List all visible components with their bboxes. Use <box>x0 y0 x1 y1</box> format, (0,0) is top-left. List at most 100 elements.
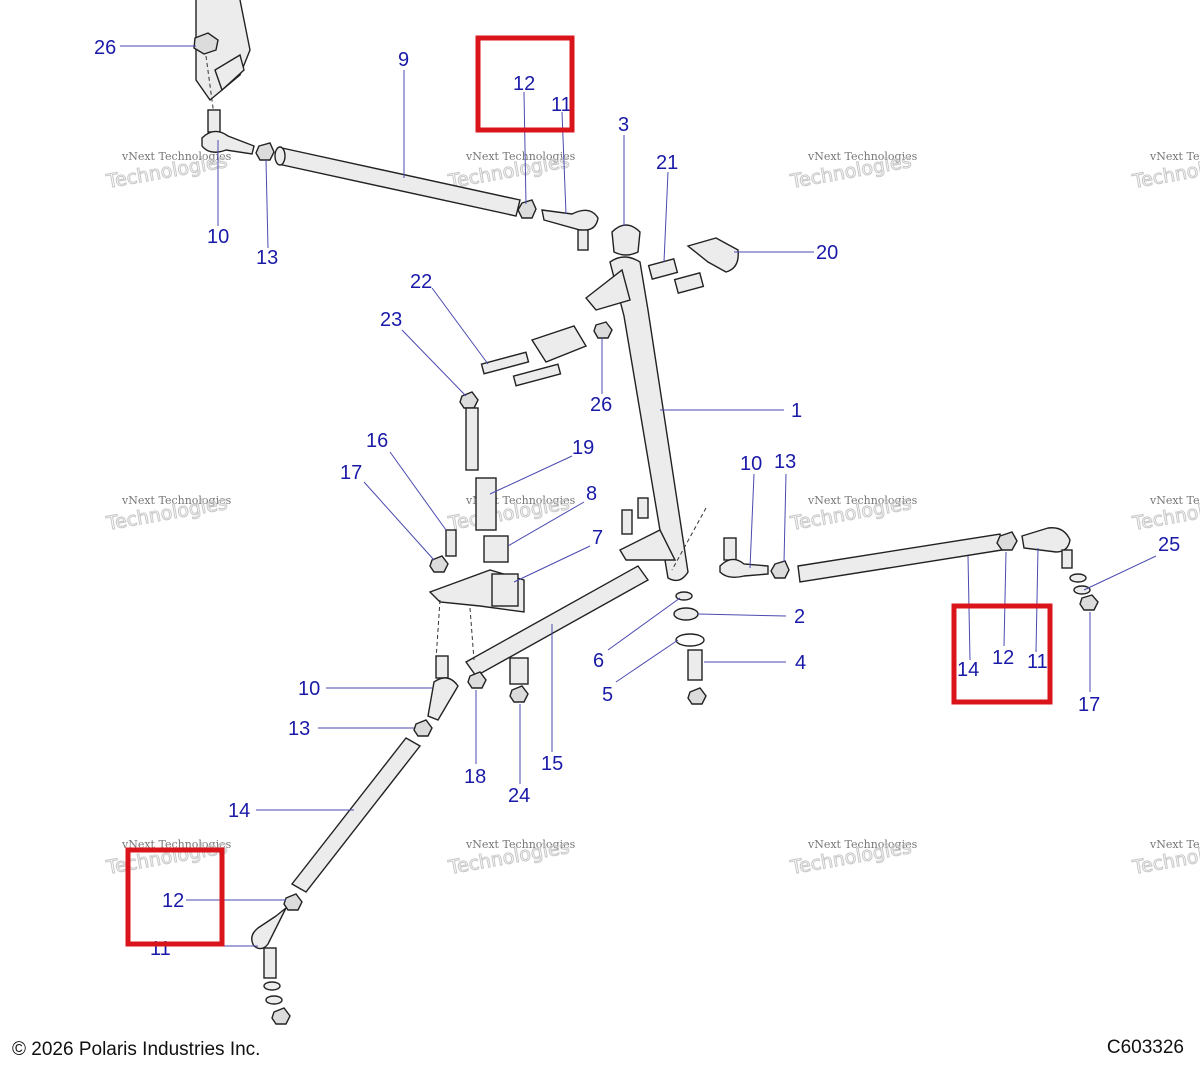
watermark-text: vNext Technologies <box>465 150 576 163</box>
callout-3[interactable]: 3 <box>618 114 629 136</box>
tube-end-part <box>274 146 286 166</box>
stud-11-right-part <box>1061 549 1073 569</box>
callout-22[interactable]: 22 <box>410 271 432 293</box>
bolt-22b-part <box>512 363 562 387</box>
tie-rod-end-10-top-part <box>201 130 255 155</box>
callout-26[interactable]: 26 <box>94 37 116 59</box>
stud-11-bottom-part <box>263 947 277 979</box>
stud-10-right-part <box>723 537 737 561</box>
drag-link-15-part <box>464 565 650 677</box>
bushing-8-part <box>483 535 509 563</box>
washer-2-part <box>673 607 699 621</box>
callout-12c[interactable]: 12 <box>162 890 184 912</box>
jam-nut-13-left-part <box>413 719 433 737</box>
cap-3-part <box>611 224 641 256</box>
nut-26-top-part <box>193 32 219 55</box>
callout-9[interactable]: 9 <box>398 49 409 71</box>
steering-post-1-part <box>609 256 689 582</box>
callout-17b[interactable]: 17 <box>1078 694 1100 716</box>
post-lower-bracket-part <box>619 529 677 561</box>
callout-26b[interactable]: 26 <box>590 394 612 416</box>
bolt-4-part <box>687 649 703 681</box>
callout-11[interactable]: 11 <box>551 94 572 116</box>
callout-13b[interactable]: 13 <box>774 451 796 473</box>
spacer-19-part <box>475 477 497 531</box>
callout-18[interactable]: 18 <box>464 766 486 788</box>
bolt-small-b-part <box>637 497 649 519</box>
callout-7[interactable]: 7 <box>592 527 603 549</box>
bracket-slot-part <box>214 53 245 92</box>
callout-10[interactable]: 10 <box>207 226 229 248</box>
callout-19[interactable]: 19 <box>572 437 594 459</box>
callouts: 26 9 12 11 3 21 20 10 13 22 23 26 1 16 1… <box>94 37 1180 960</box>
callout-14[interactable]: 14 <box>957 659 979 681</box>
callout-8[interactable]: 8 <box>586 483 597 505</box>
callout-24[interactable]: 24 <box>508 785 530 807</box>
watermark-text: vNext Technologies <box>1149 838 1200 851</box>
tie-rod-end-10-right-part <box>719 558 769 579</box>
highlight-boxes <box>125 35 1053 947</box>
watermark-text: vNext Technologies <box>1149 150 1200 163</box>
nut-18-part <box>467 671 487 689</box>
washer-bottom-b-part <box>265 995 283 1005</box>
copyright-text: © 2026 Polaris Industries Inc. <box>12 1039 261 1060</box>
tie-rod-tube-14-left-part <box>290 737 422 893</box>
nut-17-left-part <box>429 555 449 573</box>
highlight-box-bottom <box>125 847 225 947</box>
callout-25[interactable]: 25 <box>1158 534 1180 556</box>
washer-25b-part <box>1073 585 1091 595</box>
highlight-box-top <box>475 35 575 133</box>
bushing-24-part <box>509 657 529 685</box>
tie-rod-end-11-top-part <box>541 209 599 231</box>
figure-code: C603326 <box>1106 1037 1184 1058</box>
bolt-22-part <box>480 351 530 375</box>
callout-16[interactable]: 16 <box>366 430 388 452</box>
washer-bottom-part <box>263 981 281 991</box>
stud-10-left-part <box>435 655 449 679</box>
watermark-text: vNext Technologies <box>807 494 918 507</box>
jam-nut-13-top-part <box>255 142 275 161</box>
jam-nut-12-top-part <box>517 199 537 219</box>
callout-4[interactable]: 4 <box>795 652 806 674</box>
bolt-small-part <box>621 509 633 535</box>
post-top-bracket-part <box>584 268 631 311</box>
callout-12[interactable]: 12 <box>513 73 535 95</box>
bushing-21b-part <box>673 272 705 294</box>
callout-5[interactable]: 5 <box>602 684 613 706</box>
watermark-text: vNext Technologies <box>807 150 918 163</box>
callout-11c[interactable]: 11 <box>150 938 171 960</box>
callout-1[interactable]: 1 <box>791 400 802 422</box>
callout-20[interactable]: 20 <box>816 242 838 264</box>
callout-21[interactable]: 21 <box>656 152 678 174</box>
callout-14b[interactable]: 14 <box>228 800 250 822</box>
bushing-21-part <box>647 258 679 280</box>
jam-nut-13-right-part <box>770 560 790 579</box>
callout-6[interactable]: 6 <box>593 650 604 672</box>
callout-2[interactable]: 2 <box>794 606 805 628</box>
tie-rod-tube-14-right-part <box>797 533 1003 583</box>
tie-rod-end-11-right-part <box>1021 527 1071 553</box>
callout-11b[interactable]: 11 <box>1027 651 1048 673</box>
callout-15[interactable]: 15 <box>541 753 563 775</box>
watermark-text: vNext Technologies <box>465 838 576 851</box>
leader-lines <box>120 45 1157 947</box>
callout-13c[interactable]: 13 <box>288 718 310 740</box>
callout-23[interactable]: 23 <box>380 309 402 331</box>
bolt-16-part <box>445 529 457 557</box>
pitman-boss-part <box>491 573 519 607</box>
callout-13[interactable]: 13 <box>256 247 278 269</box>
washer-25-part <box>1069 573 1087 583</box>
callout-12b[interactable]: 12 <box>992 647 1014 669</box>
stud-10-top-part <box>207 109 221 133</box>
callout-10b[interactable]: 10 <box>740 453 762 475</box>
nut-bottom-part <box>271 1007 291 1025</box>
callout-10c[interactable]: 10 <box>298 678 320 700</box>
watermark-text: vNext Technologies <box>807 838 918 851</box>
callout-17[interactable]: 17 <box>340 462 362 484</box>
nut-4-part <box>687 687 707 705</box>
jam-nut-12-bottom-part <box>283 893 303 911</box>
bolt-23-part <box>465 407 479 471</box>
jam-nut-12-right-part <box>996 531 1018 551</box>
